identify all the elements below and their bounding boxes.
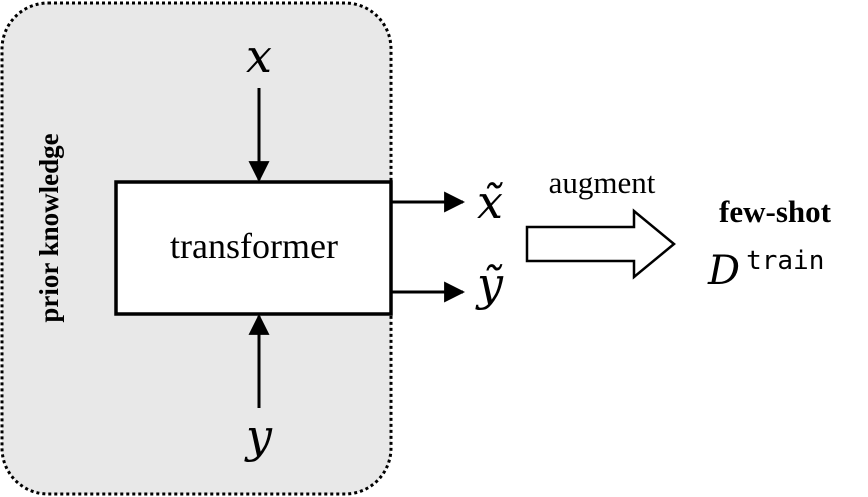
train-superscript: train	[746, 246, 824, 276]
output-y-tilde-symbol: ỹ	[475, 257, 504, 311]
d-symbol: D	[707, 248, 740, 294]
augment-label: augment	[549, 165, 656, 200]
d-train-symbol: D train	[707, 246, 824, 294]
transformer-box	[114, 180, 393, 316]
input-x-symbol: x	[246, 29, 272, 83]
transformer-label: transformer	[170, 226, 338, 266]
few-shot-title: few-shot	[719, 194, 832, 229]
augment-arrow	[525, 208, 676, 280]
prior-knowledge-label: prior knowledge	[34, 133, 64, 322]
output-x-tilde-symbol: x̃	[477, 175, 503, 229]
input-y-symbol: y	[244, 409, 273, 463]
